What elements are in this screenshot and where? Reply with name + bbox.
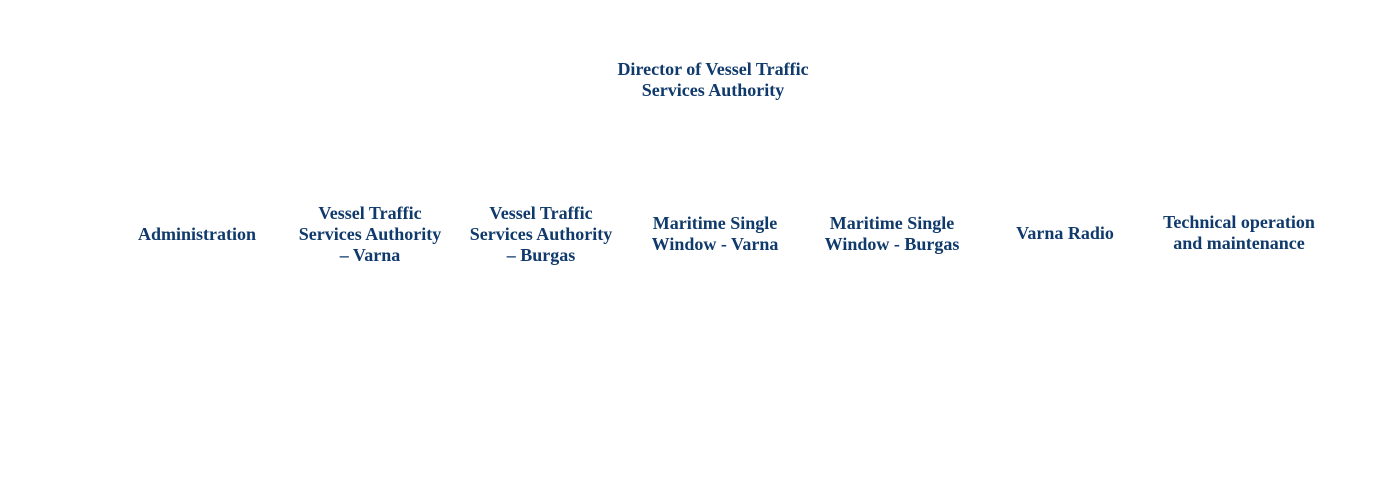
director-label-line-1: Director of Vessel Traffic xyxy=(617,59,809,79)
director-node: Director of Vessel Traffic Services Auth… xyxy=(563,59,863,101)
unit-vts-burgas: Vessel Traffic Services Authority – Burg… xyxy=(441,203,641,266)
unit-varna-radio-line-1: Varna Radio xyxy=(1016,223,1114,243)
unit-vts-burgas-line-1: Vessel Traffic xyxy=(489,203,593,223)
unit-vts-varna-line-1: Vessel Traffic xyxy=(318,203,422,223)
unit-msw-burgas-line-1: Maritime Single xyxy=(829,213,955,233)
unit-technical-operation-line-2: and maintenance xyxy=(1173,233,1305,253)
unit-msw-varna-line-1: Maritime Single xyxy=(652,213,778,233)
unit-vts-varna: Vessel Traffic Services Authority – Varn… xyxy=(270,203,470,266)
unit-administration-line-1: Administration xyxy=(137,224,256,244)
unit-msw-varna: Maritime Single Window - Varna xyxy=(615,213,815,255)
unit-technical-operation: Technical operation and maintenance xyxy=(1139,212,1339,254)
unit-vts-varna-line-2: Services Authority xyxy=(298,224,442,244)
unit-vts-burgas-line-2: Services Authority xyxy=(469,224,613,244)
unit-administration: Administration xyxy=(97,224,297,245)
unit-varna-radio: Varna Radio xyxy=(965,223,1165,244)
unit-vts-varna-line-3: – Varna xyxy=(339,245,401,265)
unit-msw-burgas: Maritime Single Window - Burgas xyxy=(792,213,992,255)
director-label-line-2: Services Authority xyxy=(641,80,785,100)
unit-vts-burgas-line-3: – Burgas xyxy=(506,245,576,265)
unit-msw-varna-line-2: Window - Varna xyxy=(651,234,779,254)
unit-msw-burgas-line-2: Window - Burgas xyxy=(824,234,960,254)
unit-technical-operation-line-1: Technical operation xyxy=(1163,212,1315,232)
